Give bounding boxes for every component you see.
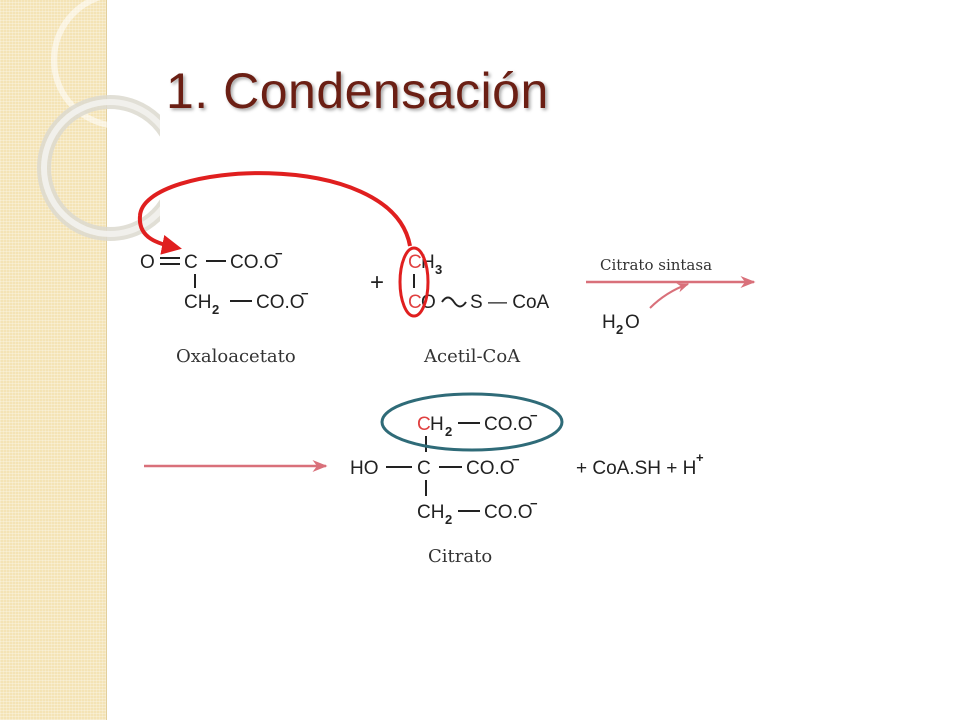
oxaloacetate-ch-subscript: 2 [212, 302, 219, 317]
oxaloacetate-coo-2: CO.O [256, 292, 305, 313]
acetyl-c-top: C [408, 252, 422, 273]
enzyme-label: Citrato sintasa [600, 256, 712, 274]
charge-minus: − [275, 246, 283, 261]
reaction-canvas: O C CO.O − CH 2 CO.O − Oxaloacetato + C … [137, 171, 756, 567]
water-h: H [602, 312, 616, 333]
citrate-top-coo: CO.O [484, 414, 533, 435]
citrate-c: C [417, 458, 431, 479]
citrate-bot-coo: CO.O [484, 502, 533, 523]
citrate-top-charge: − [530, 408, 538, 423]
decorative-rings [37, 0, 160, 241]
enzyme-step: Citrato sintasa H 2 O [586, 256, 756, 337]
citrate-caption: Citrato [428, 546, 492, 567]
acetyl-coa-molecule: C H 3 C O S — CoA Acetil-CoA [408, 252, 550, 367]
oxaloacetate-caption: Oxaloacetato [176, 346, 296, 367]
citrate-top-c: C [417, 414, 431, 435]
acetyl-h3-subscript: 3 [435, 262, 442, 277]
reaction-diagram: O C CO.O − CH 2 CO.O − Oxaloacetato + C … [130, 160, 810, 600]
citrate-mid-charge: − [512, 452, 520, 467]
oxaloacetate-ch: CH [184, 292, 211, 313]
citrate-bot-charge: − [530, 496, 538, 511]
citrate-ho: HO [350, 458, 379, 479]
oxaloacetate-c: C [184, 252, 198, 273]
acetyl-coa-caption: Acetil-CoA [423, 346, 521, 367]
circle-highlight-icon [398, 246, 430, 318]
acetyl-s-coa: S — CoA [470, 292, 550, 313]
slide-title: 1. Condensación [166, 63, 549, 119]
water-input-arrow-icon [649, 283, 690, 309]
water-o: O [625, 312, 640, 333]
citrate-molecule: C H 2 CO.O − HO C CO.O − CH 2 CO.O − Cit… [350, 408, 538, 567]
citrate-mid-coo: CO.O [466, 458, 515, 479]
oxaloacetate-coo: CO.O [230, 252, 279, 273]
acetyl-c-bottom: C [408, 292, 422, 313]
plus-sign: + [370, 269, 384, 296]
water-subscript: 2 [616, 322, 623, 337]
oxaloacetate-molecule: O C CO.O − CH 2 CO.O − Oxaloacetato [140, 246, 309, 367]
citrate-bot-subscript: 2 [445, 512, 452, 527]
thioester-bond [441, 296, 467, 308]
curved-arrow-icon [137, 171, 412, 255]
h-plus-superscript: + [696, 450, 704, 465]
citrate-top-h: H [430, 414, 444, 435]
charge-minus-2: − [301, 286, 309, 301]
citrate-highlight-circle-icon [380, 392, 564, 452]
byproducts: + CoA.SH + H [576, 458, 696, 479]
citrate-top-subscript: 2 [445, 424, 452, 439]
citrate-bot-ch: CH [417, 502, 444, 523]
oxaloacetate-o: O [140, 252, 155, 273]
